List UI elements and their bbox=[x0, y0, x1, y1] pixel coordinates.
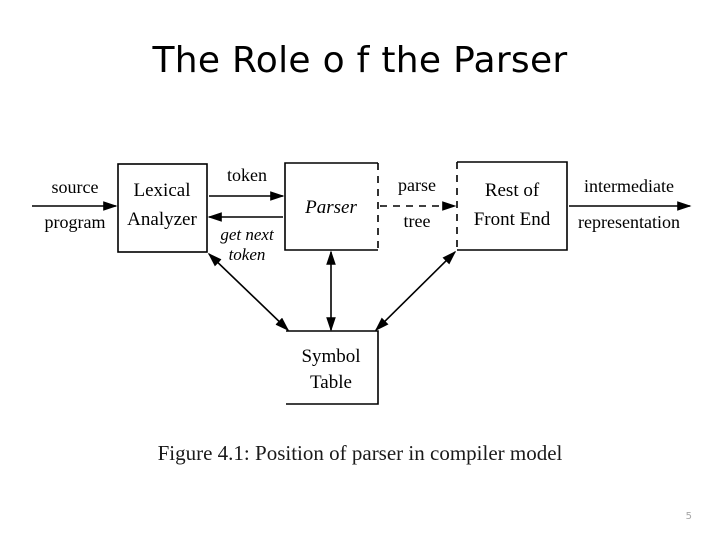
page-number: 5 bbox=[685, 511, 692, 522]
rest-front-end-label-line2: Front End bbox=[474, 209, 551, 230]
get-next-label: get next bbox=[220, 225, 275, 244]
tree-label: tree bbox=[404, 211, 431, 231]
program-label: program bbox=[45, 212, 106, 232]
lexical-analyzer-label-line2: Analyzer bbox=[127, 209, 197, 230]
figure-caption: Figure 4.1: Position of parser in compil… bbox=[157, 441, 563, 465]
parse-label: parse bbox=[398, 175, 436, 195]
token-label: token bbox=[227, 165, 267, 185]
lexical-analyzer-symbol-table-arrow bbox=[207, 252, 290, 332]
parser-label: Parser bbox=[304, 197, 357, 218]
parser-box-solid-edges bbox=[284, 162, 378, 251]
figure-svg: Lexical Analyzer Parser Rest of Front En… bbox=[32, 161, 692, 405]
symbol-table-box bbox=[286, 330, 379, 405]
page-title: The Role o f the Parser bbox=[152, 40, 568, 81]
intermediate-label: intermediate bbox=[584, 176, 674, 196]
symbol-table-rest-front-end-arrow bbox=[374, 250, 457, 332]
lexical-analyzer-label-line1: Lexical bbox=[134, 180, 191, 201]
get-next-token-label: token bbox=[229, 245, 266, 264]
representation-label: representation bbox=[578, 212, 680, 232]
source-label: source bbox=[52, 177, 99, 197]
lexical-analyzer-box bbox=[117, 163, 208, 253]
symbol-table-label-line1: Symbol bbox=[301, 346, 360, 367]
rest-front-end-box-solid-edges bbox=[457, 161, 568, 251]
rest-front-end-label-line1: Rest of bbox=[485, 180, 540, 201]
symbol-table-label-line2: Table bbox=[310, 372, 352, 393]
